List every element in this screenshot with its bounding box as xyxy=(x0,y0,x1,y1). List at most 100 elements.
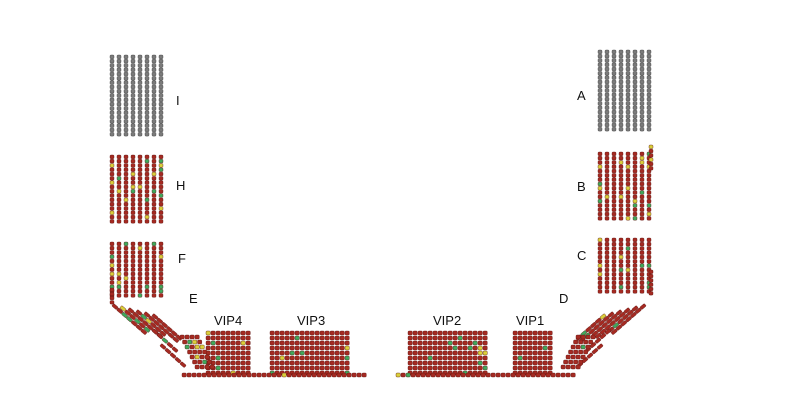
seat-A[interactable] xyxy=(625,49,631,54)
seat-B[interactable] xyxy=(646,199,652,204)
seat-VIP3[interactable] xyxy=(289,360,295,366)
seat-B[interactable] xyxy=(639,190,645,195)
seat-VIP3[interactable] xyxy=(284,335,290,341)
seat-VIP2[interactable] xyxy=(482,355,488,361)
seat-I[interactable] xyxy=(123,127,129,133)
seat-B[interactable] xyxy=(611,173,617,178)
seat-B[interactable] xyxy=(632,211,638,217)
seat-front-row-left[interactable] xyxy=(351,372,357,378)
seat-VIP1[interactable] xyxy=(512,360,518,366)
seat-VIP1[interactable] xyxy=(522,335,528,341)
seat-VIP3[interactable] xyxy=(339,365,345,371)
seat-A[interactable] xyxy=(646,58,652,63)
seat-H[interactable] xyxy=(123,180,129,185)
seat-I[interactable] xyxy=(123,76,129,81)
seat-I[interactable] xyxy=(116,84,122,89)
seat-I[interactable] xyxy=(109,71,115,77)
seat-I[interactable] xyxy=(137,80,143,85)
seat-F[interactable] xyxy=(144,246,150,251)
seat-A[interactable] xyxy=(604,92,610,97)
seat-front-row-left[interactable] xyxy=(326,372,332,378)
seat-I[interactable] xyxy=(137,119,143,124)
seat-VIP4[interactable] xyxy=(230,330,236,336)
seat-D[interactable] xyxy=(586,352,594,359)
seat-VIP2[interactable] xyxy=(452,345,458,351)
seat-VIP2[interactable] xyxy=(462,330,468,336)
seat-B[interactable] xyxy=(597,194,603,199)
seat-C[interactable] xyxy=(611,237,617,242)
seat-B[interactable] xyxy=(632,181,638,187)
seat-B[interactable] xyxy=(604,186,610,191)
seat-E[interactable] xyxy=(127,307,135,314)
seat-I[interactable] xyxy=(151,106,157,111)
seat-A[interactable] xyxy=(611,127,617,132)
seat-I[interactable] xyxy=(144,132,150,137)
seat-F[interactable] xyxy=(158,289,164,294)
seat-B[interactable] xyxy=(632,207,638,212)
seat-I[interactable] xyxy=(123,89,129,94)
seat-VIP3[interactable] xyxy=(284,360,290,366)
seat-VIP4[interactable] xyxy=(230,355,236,361)
seat-H[interactable] xyxy=(116,154,122,159)
seat-B[interactable] xyxy=(604,211,610,217)
seat-E[interactable] xyxy=(140,328,147,335)
seat-A[interactable] xyxy=(604,101,610,106)
seat-H[interactable] xyxy=(158,193,164,198)
seat-C[interactable] xyxy=(597,263,603,268)
seat-D[interactable] xyxy=(604,324,611,331)
seat-front-row-right[interactable] xyxy=(510,372,516,378)
seat-H[interactable] xyxy=(109,189,115,194)
seat-A[interactable] xyxy=(604,127,610,132)
seat-I[interactable] xyxy=(151,54,157,59)
seat-VIP3[interactable] xyxy=(339,340,345,346)
seat-F[interactable] xyxy=(144,280,150,285)
seat-VIP4[interactable] xyxy=(189,354,195,360)
seat-front-row-left[interactable] xyxy=(186,372,192,378)
seat-VIP1[interactable] xyxy=(512,355,518,361)
seat-H[interactable] xyxy=(137,184,143,190)
seat-VIP3[interactable] xyxy=(334,365,340,371)
seat-F[interactable] xyxy=(151,271,157,277)
seat-I[interactable] xyxy=(158,93,164,98)
seat-H[interactable] xyxy=(130,184,136,190)
seat-B[interactable] xyxy=(625,168,631,174)
seat-front-row-right[interactable] xyxy=(395,372,401,378)
seat-VIP1[interactable] xyxy=(527,330,533,336)
seat-B[interactable] xyxy=(646,203,652,208)
seat-E[interactable] xyxy=(166,326,173,333)
seat-B[interactable] xyxy=(639,164,645,169)
seat-E[interactable] xyxy=(143,326,151,333)
seat-VIP1[interactable] xyxy=(580,334,586,340)
seat-B[interactable] xyxy=(632,199,638,204)
seat-C[interactable] xyxy=(639,267,645,273)
seat-VIP3[interactable] xyxy=(284,365,290,371)
seat-H[interactable] xyxy=(137,167,143,172)
seat-D[interactable] xyxy=(607,311,615,318)
seat-H[interactable] xyxy=(130,163,136,168)
seat-VIP1[interactable] xyxy=(537,365,543,371)
seat-front-row-right[interactable] xyxy=(445,372,451,378)
seat-C[interactable] xyxy=(646,263,652,268)
seat-VIP3[interactable] xyxy=(309,335,315,341)
seat-H[interactable] xyxy=(151,184,157,190)
seat-VIP1[interactable] xyxy=(537,350,543,356)
seat-front-row-left[interactable] xyxy=(226,372,232,378)
seat-front-row-left[interactable] xyxy=(356,372,362,378)
seat-H[interactable] xyxy=(130,210,136,215)
seat-I[interactable] xyxy=(116,54,122,59)
seat-D[interactable] xyxy=(596,343,604,350)
seat-H[interactable] xyxy=(109,184,115,190)
seat-VIP2[interactable] xyxy=(407,330,413,336)
seat-VIP1[interactable] xyxy=(542,335,548,341)
seat-A[interactable] xyxy=(639,114,645,119)
seat-I[interactable] xyxy=(151,76,157,81)
seat-A[interactable] xyxy=(618,109,624,115)
seat-VIP1[interactable] xyxy=(522,330,528,336)
seat-VIP3[interactable] xyxy=(284,340,290,346)
seat-VIP1[interactable] xyxy=(512,345,518,351)
seat-H[interactable] xyxy=(116,210,122,215)
seat-VIP1[interactable] xyxy=(522,345,528,351)
seat-H[interactable] xyxy=(109,210,115,215)
seat-C[interactable] xyxy=(646,259,652,264)
seat-F[interactable] xyxy=(130,276,136,281)
